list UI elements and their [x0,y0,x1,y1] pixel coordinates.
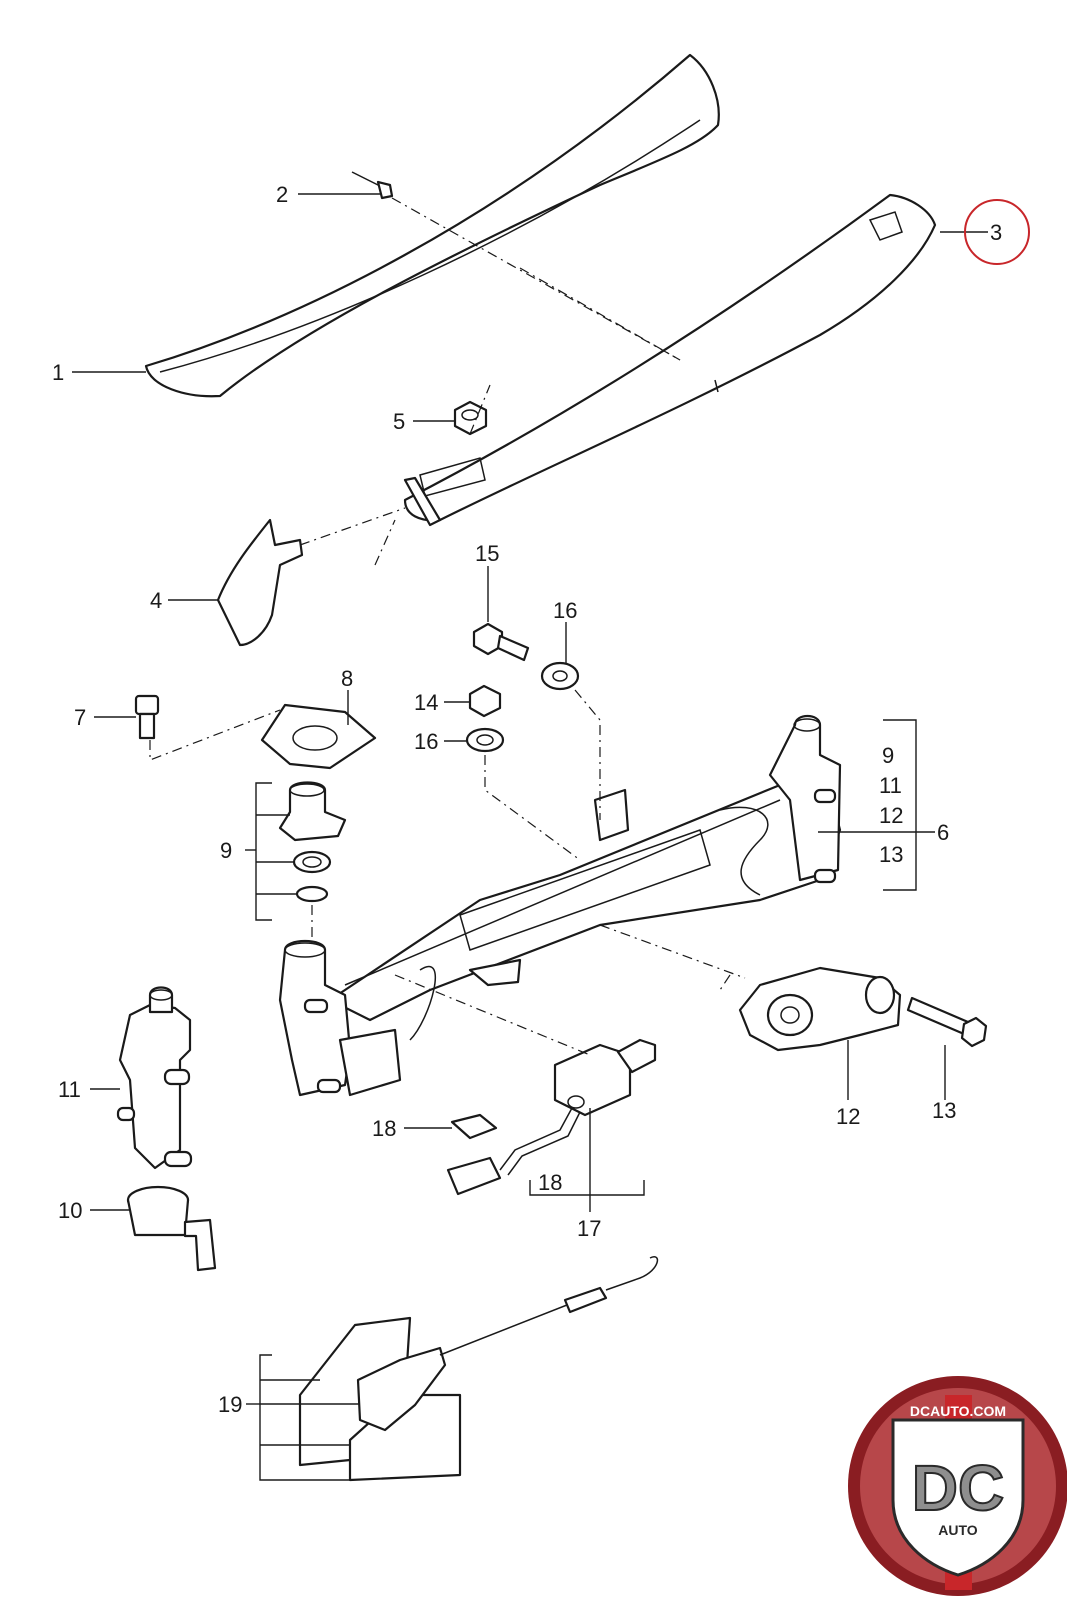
part-11-hinge-housing [116,986,193,1170]
callout-11: 11 [58,1077,81,1102]
callout-18-clip: 18 [372,1116,396,1141]
callout-16-upper: 16 [553,598,577,623]
callout-17: 17 [577,1216,601,1241]
callout-19: 19 [218,1392,242,1417]
callout-6: 6 [937,820,949,845]
callout-14: 14 [414,690,438,715]
part-1-spoiler-cover [144,53,720,398]
part-19-lock-kit [298,1256,659,1482]
part-16-washer-upper [540,661,580,691]
part-5-nut [453,400,488,436]
part-14-nut [468,684,502,718]
callout-2: 2 [276,182,288,207]
callout-10: 10 [58,1198,82,1223]
part-17-switch [446,1038,657,1196]
part-9-bearing-set [278,781,347,903]
callout-12: 12 [836,1104,860,1129]
callout-13-bracket: 13 [879,842,903,867]
part-12-motor [738,966,902,1052]
callout-8: 8 [341,666,353,691]
part-13-bolt [906,996,988,1048]
part-2-screw [351,171,394,200]
logo-shield [891,1418,1025,1577]
callout-11-bracket: 11 [879,773,902,798]
part-18-clip [450,1113,498,1140]
logo-site-text: DCAUTO.COM [910,1403,1006,1419]
callout-4: 4 [150,588,162,613]
part-16-washer-lower [465,727,505,753]
callout-9: 9 [220,838,232,863]
callout-labels: 1 2 3 4 5 6 7 8 9 9 10 11 11 12 12 13 13… [52,182,1002,1417]
callout-15: 15 [475,541,499,566]
callout-1: 1 [52,360,64,385]
callout-18-bracket: 18 [538,1170,562,1195]
highlight-circle [964,199,1030,265]
callout-7: 7 [74,705,86,730]
part-15-bolt [472,622,530,662]
callout-12-bracket: 12 [879,803,903,828]
callout-3: 3 [990,220,1002,245]
callout-9-bracket: 9 [882,743,894,768]
part-7-bolt [134,694,160,740]
part-6-drive-frame [278,714,842,1097]
part-3-spoiler-blade [403,193,937,527]
part-8-gasket [260,703,377,770]
callout-13: 13 [932,1098,956,1123]
assembly-lines [149,197,746,1056]
logo-word: AUTO [938,1522,978,1538]
leader-lines [72,193,988,1481]
dcauto-logo: DCAUTO.COM DC AUTO [848,1376,1067,1596]
callout-16-lower: 16 [414,729,438,754]
part-4-bracket [216,518,304,647]
callout-5: 5 [393,409,405,434]
part-10-breather [126,1185,217,1272]
logo-initials: DC [912,1452,1004,1524]
